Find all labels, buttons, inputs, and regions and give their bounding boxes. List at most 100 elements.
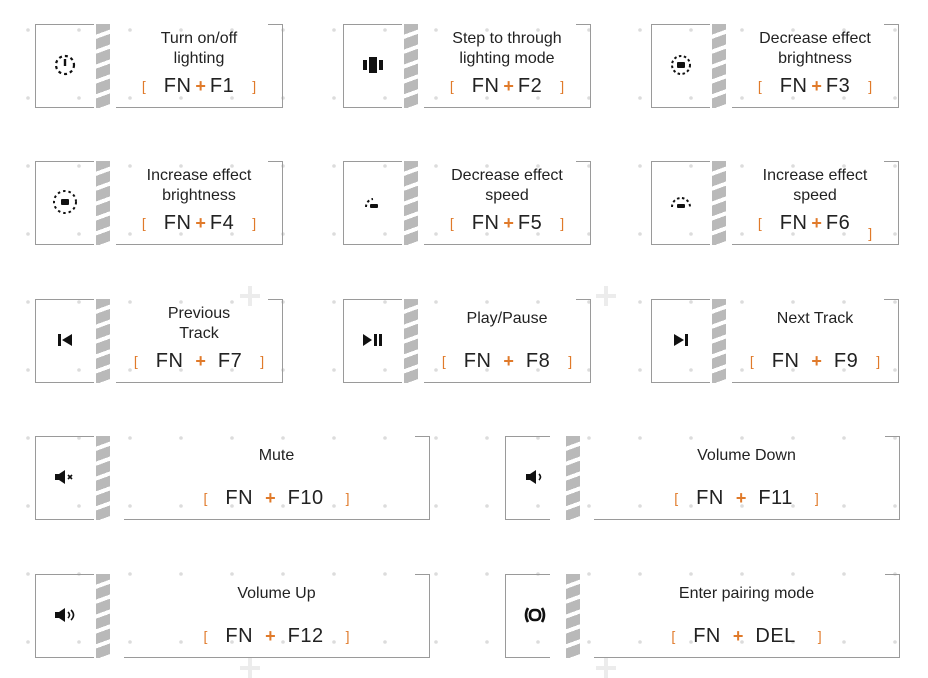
grid-dot — [536, 640, 540, 644]
shortcut-label: Mute — [258, 447, 295, 464]
shortcut-label: lighting mode — [459, 50, 555, 67]
function-key: DEL — [755, 625, 796, 647]
fn-key: FN — [155, 350, 184, 372]
shortcut-label: brightness — [162, 187, 236, 204]
grid-dot — [230, 96, 234, 100]
grid-dot — [689, 504, 693, 508]
shortcut-card-f12: Volume Up [FN+F12] — [35, 574, 430, 658]
grid-dot — [26, 232, 30, 236]
shortcut-label: Increase effect — [146, 167, 252, 184]
shortcut-card-f8: Play/Pause [FN+F8] — [343, 299, 591, 383]
shortcut-label: Track — [179, 325, 219, 342]
shortcut-label: brightness — [778, 50, 852, 67]
function-key: F10 — [287, 487, 324, 509]
key-combo: [FN+F7] — [133, 350, 265, 372]
grid-dot — [383, 368, 387, 372]
grid-dot — [281, 640, 285, 644]
grid-dot — [77, 368, 81, 372]
shortcut-label: speed — [793, 187, 837, 204]
plus-mark — [240, 658, 260, 678]
hatch-divider — [96, 24, 110, 108]
function-key: F4 — [209, 212, 235, 234]
hatch-divider — [404, 299, 418, 383]
grid-dot — [128, 164, 132, 168]
lighting-mode-icon — [344, 24, 402, 106]
hatch-divider — [96, 436, 110, 520]
grid-dot — [791, 640, 795, 644]
grid-dot — [179, 640, 183, 644]
grid-dot — [128, 96, 132, 100]
grid-dot — [434, 640, 438, 644]
grid-dot — [26, 96, 30, 100]
pairing-mode-icon — [506, 574, 564, 656]
grid-dot — [638, 368, 642, 372]
grid-dot — [77, 504, 81, 508]
previous-track-icon — [36, 299, 94, 381]
grid-dot — [77, 300, 81, 304]
grid-dot — [689, 28, 693, 32]
volume-down-icon — [506, 436, 564, 518]
function-key: F3 — [825, 75, 851, 97]
grid-dot — [383, 96, 387, 100]
speed-increase-icon — [652, 161, 710, 243]
function-key: F1 — [209, 75, 235, 97]
key-combo: [FN+F5] — [449, 212, 565, 234]
grid-dot — [893, 300, 897, 304]
grid-dot — [587, 28, 591, 32]
grid-dot — [536, 300, 540, 304]
grid-dot — [689, 232, 693, 236]
grid-dot — [536, 436, 540, 440]
grid-dot — [638, 164, 642, 168]
grid-dot — [740, 164, 744, 168]
grid-dot — [26, 504, 30, 508]
hatch-divider — [566, 436, 580, 520]
grid-dot — [332, 164, 336, 168]
grid-dot — [791, 232, 795, 236]
grid-dot — [26, 164, 30, 168]
grid-dot — [791, 164, 795, 168]
grid-dot — [332, 300, 336, 304]
grid-dot — [77, 640, 81, 644]
volume-up-icon — [36, 574, 94, 656]
plus-mark — [596, 286, 616, 306]
grid-dot — [485, 640, 489, 644]
grid-dot — [842, 300, 846, 304]
grid-dot — [383, 300, 387, 304]
grid-dot — [485, 572, 489, 576]
grid-dot — [26, 28, 30, 32]
function-key: F11 — [758, 487, 793, 509]
grid-dot — [332, 96, 336, 100]
grid-dot — [179, 572, 183, 576]
grid-dot — [740, 572, 744, 576]
grid-dot — [791, 96, 795, 100]
grid-dot — [536, 28, 540, 32]
shortcut-label: Volume Down — [697, 447, 796, 464]
grid-dot — [740, 232, 744, 236]
shortcut-label: Increase effect — [762, 167, 868, 184]
grid-dot — [230, 572, 234, 576]
grid-dot — [740, 96, 744, 100]
plus-mark — [240, 286, 260, 306]
grid-dot — [842, 640, 846, 644]
hatch-divider — [96, 299, 110, 383]
grid-dot — [128, 368, 132, 372]
speed-decrease-icon — [344, 161, 402, 243]
grid-dot — [26, 640, 30, 644]
grid-dot — [434, 96, 438, 100]
grid-dot — [638, 28, 642, 32]
grid-dot — [332, 368, 336, 372]
grid-dot — [689, 572, 693, 576]
grid-dot — [842, 96, 846, 100]
grid-dot — [179, 232, 183, 236]
grid-dot — [893, 96, 897, 100]
grid-dot — [791, 28, 795, 32]
grid-dot — [689, 368, 693, 372]
shortcut-label: Volume Up — [237, 585, 316, 602]
power-toggle-icon — [36, 24, 94, 106]
fn-key: FN — [779, 212, 808, 234]
play-pause-icon — [344, 299, 402, 381]
grid-dot — [383, 572, 387, 576]
hatch-divider — [96, 574, 110, 658]
